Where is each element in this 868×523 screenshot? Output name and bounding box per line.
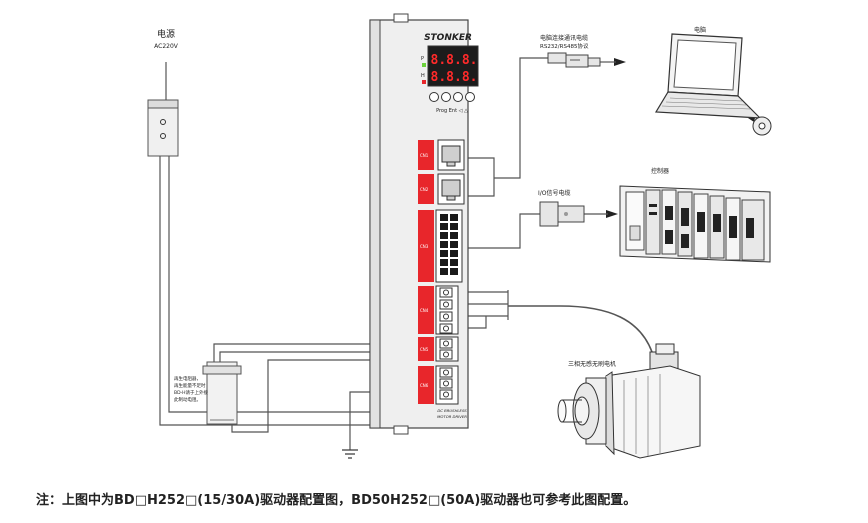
controller-label: 控制器 [651,167,669,175]
brake-terminal-block[interactable] [435,336,459,362]
svg-text:再生电阻器，: 再生电阻器， [174,375,201,382]
svg-text:CN2: CN2 [420,187,429,192]
caption-note: 注：上图中为BD□H252□(15/30A)驱动器配置图，BD50H252□(5… [36,493,637,508]
motor-terminal-block[interactable] [435,285,459,335]
brake-wire-1 [213,343,440,362]
plc-controller-icon [619,185,771,263]
bldc-motor-icon [557,343,701,459]
svg-text:CN4: CN4 [420,308,429,313]
cd-icon [752,116,772,136]
pc-arrow-icon [614,58,626,66]
laptop-icon [654,33,762,119]
brake-note: 再生电阻器， 再生能量不足时 BD-H请于上外接 此制动电阻。 [174,375,209,403]
led-bottom-label: H [421,73,425,79]
left-key [453,92,463,102]
svg-text:CN1: CN1 [420,153,429,158]
rj45-port-1[interactable] [437,139,465,171]
io-cable-label: I/O信号电缆 [538,189,571,197]
svg-text:CN6: CN6 [420,383,429,388]
display-top: 8.8.8. [431,53,478,68]
driver-keypad[interactable] [429,92,475,102]
driver-footer-1: DC BRUSHLESS [437,408,467,413]
motor-cable [508,305,653,353]
driver-display [427,45,479,87]
svg-text:CN3: CN3 [420,244,429,249]
power-title: 电源 [157,28,175,40]
led-top-label: P [421,56,424,62]
led-red [422,80,426,84]
led-green [422,63,426,67]
power-terminal-block[interactable] [435,365,459,405]
driver-footer-2: MOTOR DRIVER [437,414,467,419]
red-label-strips [418,140,434,404]
io-connector[interactable] [435,209,463,283]
io-arrow-icon [606,210,618,218]
svg-text:再生能量不足时: 再生能量不足时 [174,382,206,389]
svg-text:BD-H请于上外接: BD-H请于上外接 [174,389,209,396]
brake-wire-2 [219,351,440,362]
servo-driver: STONKER 8.8.8. 8.8.8. P H Prog Ent ◁ △ C… [369,13,479,435]
ent-key [441,92,451,102]
pc-cable-label: 电脑连接通讯电缆 [540,34,588,42]
wires [159,57,653,450]
ground-icon [342,449,358,459]
up-key [465,92,475,102]
usb-plug [547,52,601,68]
port-labels: CN1 CN2 CN3 CN4 CN5 CN6 [420,153,429,388]
motor-label: 三相无感无刷电机 [568,360,616,368]
driver-heatsink [369,19,381,429]
pc-protocol-label: RS232/RS485协议 [540,42,589,50]
rj-bracket [464,157,495,197]
svg-text:CN5: CN5 [420,347,429,352]
brake-wire-3 [231,359,440,433]
pc-wire [494,57,548,179]
computer-label: 电脑 [694,26,706,34]
power-junction-box [147,99,179,157]
power-wire-1 [159,156,372,426]
io-wire [462,213,540,249]
driver-brand: STONKER [424,33,472,43]
power-wire-2 [168,156,375,413]
power-voltage: AC220V [154,43,179,50]
rj45-port-2[interactable] [437,173,465,205]
io-plug [539,201,585,227]
brake-resistor [202,361,242,425]
display-bottom: 8.8.8. [431,70,478,85]
key-labels: Prog Ent ◁ △ [436,108,468,114]
prog-key [429,92,439,102]
svg-text:此制动电阻。: 此制动电阻。 [174,396,201,403]
